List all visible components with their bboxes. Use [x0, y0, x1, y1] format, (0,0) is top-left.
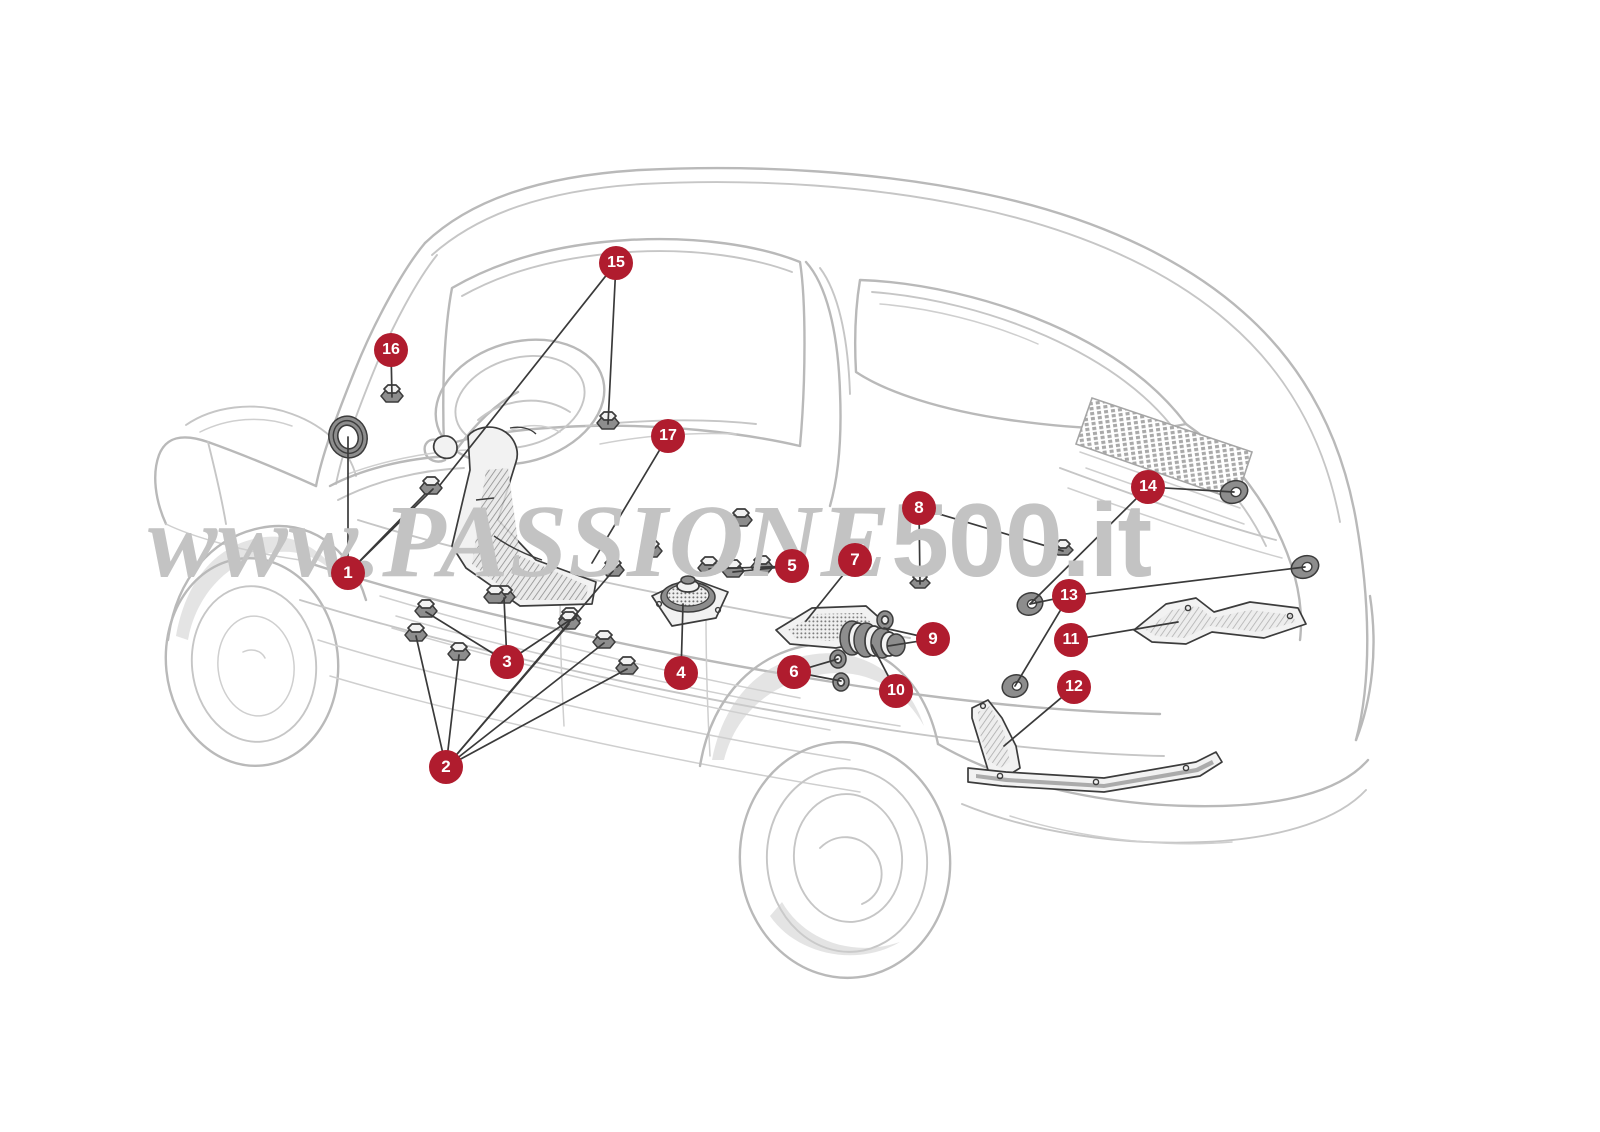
leader-line-3 [519, 619, 571, 654]
leader-line-16 [390, 365, 393, 398]
leader-line-15 [607, 278, 617, 425]
callout-badge-12[interactable]: 12 [1057, 670, 1091, 704]
leader-line-11 [1085, 621, 1179, 639]
leader-line-2 [455, 570, 614, 756]
callout-badge-label: 14 [1139, 478, 1157, 495]
callout-badge-9[interactable]: 9 [916, 622, 950, 656]
rubber-bush-stack [829, 610, 906, 692]
callout-badge-6[interactable]: 6 [777, 655, 811, 689]
leader-line-13 [1029, 598, 1055, 605]
leader-line-2 [415, 635, 444, 753]
leader-line-8 [918, 523, 921, 585]
hardware-fasteners [380, 384, 1320, 699]
leader-line-3 [425, 611, 495, 655]
leader-line-8 [933, 511, 1064, 552]
callout-badge-label: 9 [928, 629, 938, 648]
callout-badge-label: 8 [914, 498, 924, 517]
callout-badge-label: 12 [1065, 678, 1083, 695]
leader-line-14 [1163, 487, 1235, 493]
leader-line-1 [358, 493, 426, 563]
leader-line-4 [680, 603, 684, 658]
callout-badge-label: 3 [502, 652, 512, 671]
leader-line-3 [503, 597, 508, 647]
callout-badge-14[interactable]: 14 [1131, 470, 1165, 504]
callout-badge-label: 6 [789, 662, 799, 681]
leader-line-2 [446, 654, 460, 752]
callout-badge-label: 4 [676, 663, 686, 682]
rear-reinforcement-panel [1133, 597, 1307, 645]
leader-line-2 [457, 642, 605, 758]
rear-bumper-bracket [967, 699, 1223, 793]
leader-line-13 [1084, 566, 1306, 595]
callout-badge-3[interactable]: 3 [490, 645, 524, 679]
callout-badge-label: 13 [1060, 587, 1078, 604]
leader-line-9 [887, 640, 919, 647]
rubber-mount-bushes [1001, 479, 1320, 699]
callout-badge-label: 10 [887, 682, 905, 699]
leader-line-6 [808, 658, 839, 669]
callout-badge-1[interactable]: 1 [331, 556, 365, 590]
callout-badge-label: 7 [850, 550, 860, 569]
callout-badge-label: 17 [659, 427, 677, 444]
leader-line-15 [439, 274, 607, 486]
callout-badge-7[interactable]: 7 [838, 543, 872, 577]
leader-line-7 [805, 571, 846, 622]
leader-line-5 [761, 566, 777, 569]
leader-line-17 [591, 448, 661, 564]
callout-badge-5[interactable]: 5 [775, 549, 809, 583]
leader-line-14 [1029, 497, 1138, 605]
leader-line-13 [1014, 608, 1062, 687]
callout-badge-label: 1 [343, 563, 353, 582]
callout-badge-2[interactable]: 2 [429, 750, 463, 784]
callout-badge-15[interactable]: 15 [599, 246, 633, 280]
leader-line-6 [808, 674, 842, 682]
leader-line-9 [883, 627, 919, 637]
callout-leader-lines [347, 274, 1306, 761]
callout-badge-label: 16 [382, 341, 400, 358]
callout-badge-10[interactable]: 10 [879, 674, 913, 708]
leader-line-2 [459, 668, 628, 761]
callout-badge-label: 11 [1062, 631, 1080, 648]
callout-badge-17[interactable]: 17 [651, 419, 685, 453]
shock-absorber-top-mount [651, 575, 729, 627]
callout-badge-8[interactable]: 8 [902, 491, 936, 525]
callout-badge-label: 2 [441, 757, 451, 776]
callout-badge-4[interactable]: 4 [664, 656, 698, 690]
callout-badge-label: 15 [607, 254, 625, 271]
leader-line-12 [1003, 696, 1063, 747]
leader-line-10 [871, 644, 890, 678]
callout-badge-label: 5 [787, 556, 797, 575]
callout-badge-13[interactable]: 13 [1052, 579, 1086, 613]
callout-badge-11[interactable]: 11 [1054, 623, 1088, 657]
steering-support-bracket [432, 426, 597, 607]
callout-badge-16[interactable]: 16 [374, 333, 408, 367]
